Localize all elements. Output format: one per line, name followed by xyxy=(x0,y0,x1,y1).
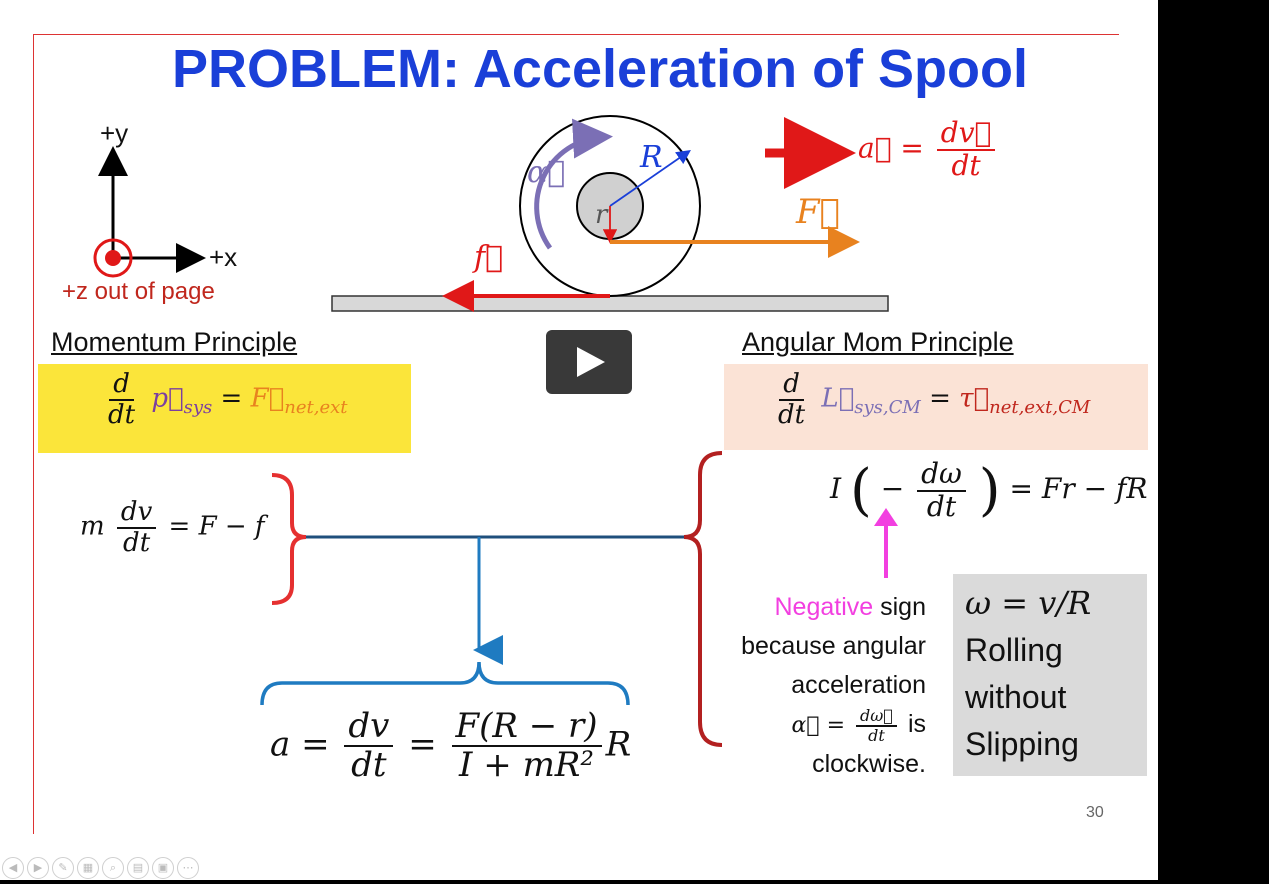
result-eq: = xyxy=(408,724,437,765)
prev-icon[interactable]: ◀ xyxy=(2,857,24,879)
angular-equation-box xyxy=(724,364,1148,450)
pen-icon[interactable]: ✎ xyxy=(52,857,74,879)
ground xyxy=(331,295,889,312)
camera-icon[interactable]: ▣ xyxy=(152,857,174,879)
note-is: is xyxy=(907,710,926,738)
bottom-brace xyxy=(260,661,630,706)
alpha-arc xyxy=(534,118,613,250)
x-axis-label: +x xyxy=(209,242,238,272)
angular-L: L⃗ xyxy=(821,383,855,414)
subtitles-icon[interactable]: ▤ xyxy=(127,857,149,879)
rotational-rhs: = Fr − fR xyxy=(1009,472,1148,505)
result-dv: dv xyxy=(344,707,394,748)
zoom-icon[interactable]: ⌕ xyxy=(102,857,124,879)
friction-f-label: f⃗ xyxy=(474,240,504,275)
slide-border xyxy=(33,34,34,834)
accel-lhs: a⃗ = xyxy=(858,131,924,165)
next-icon[interactable]: ▶ xyxy=(27,857,49,879)
slideshow-toolbar: ◀ ▶ ✎ ▦ ⌕ ▤ ▣ ⋯ xyxy=(2,857,199,879)
z-axis-dot xyxy=(105,250,121,266)
momentum-eq-num: d xyxy=(109,370,134,401)
accel-num: dv⃗ xyxy=(936,117,996,151)
y-axis-label: +y xyxy=(100,118,129,148)
momentum-p: p⃗ xyxy=(151,383,184,414)
accel-den: dt xyxy=(951,148,981,182)
mass-symbol: m xyxy=(80,511,105,542)
momentum-eq-sign: = xyxy=(220,383,243,414)
radius-R-label: R xyxy=(640,140,663,175)
note-line-5: clockwise. xyxy=(812,750,926,778)
rotational-dt: dt xyxy=(926,489,957,523)
angular-heading: Angular Mom Principle xyxy=(742,327,1014,357)
rotational-minus: − xyxy=(880,472,905,505)
negative-sign-note: Negative sign because angular accelerati… xyxy=(690,588,926,784)
left-brace xyxy=(271,473,307,605)
negative-pointer-head xyxy=(874,508,898,526)
momentum-p-sub: sys xyxy=(183,396,213,418)
radius-R-arrow xyxy=(609,149,691,207)
angular-L-sub: sys,CM xyxy=(854,396,921,418)
angular-tau-sub: net,ext,CM xyxy=(989,396,1091,418)
rolling-box: ω = v/R Rolling without Slipping xyxy=(953,574,1147,776)
rolling-line-2: without xyxy=(965,679,1067,715)
note-alpha-num: dω⃗ xyxy=(856,707,897,727)
angular-eq-sign: = xyxy=(929,383,951,414)
video-letterbox-bottom xyxy=(0,880,1269,884)
more-icon[interactable]: ⋯ xyxy=(177,857,199,879)
result-dt: dt xyxy=(351,745,387,786)
result-lhs: a = xyxy=(270,724,330,765)
momentum-F-sub: net,ext xyxy=(284,396,348,418)
z-axis-label: +z out of page xyxy=(62,278,215,305)
slide-title: PROBLEM: Acceleration of Spool xyxy=(171,39,1029,99)
note-line-2: because angular xyxy=(741,632,926,660)
rolling-line-1: Rolling xyxy=(965,632,1063,668)
angular-eq-den: dt xyxy=(778,399,806,430)
z-axis-circle xyxy=(93,238,133,278)
rolling-equation: ω = v/R xyxy=(965,584,1092,622)
sign-word: sign xyxy=(880,593,926,621)
momentum-heading: Momentum Principle xyxy=(51,327,298,357)
play-button[interactable] xyxy=(546,330,632,394)
note-alpha-lhs: α⃗ = xyxy=(791,713,846,738)
note-alpha-den: dt xyxy=(868,726,885,745)
inertia-symbol: I xyxy=(830,472,842,505)
negative-word: Negative xyxy=(774,593,874,621)
slides-icon[interactable]: ▦ xyxy=(77,857,99,879)
force-F-label: F⃗ xyxy=(796,192,840,232)
video-letterbox-right xyxy=(1158,0,1269,884)
spool-diagram xyxy=(93,115,898,747)
alpha-label: α⃗ xyxy=(527,155,566,190)
angular-eq-num: d xyxy=(779,370,804,401)
result-denominator: I + mR² xyxy=(459,745,595,786)
linear-rhs: = F − f xyxy=(168,511,265,542)
note-line-3: acceleration xyxy=(791,671,926,699)
page-number: 30 xyxy=(1086,804,1104,821)
radius-r-label: r xyxy=(595,200,608,230)
momentum-eq-den: dt xyxy=(108,399,136,430)
rolling-line-3: Slipping xyxy=(965,726,1079,762)
angular-tau: τ⃗ xyxy=(959,383,990,414)
rotational-dw: dω xyxy=(917,458,966,492)
acceleration-definition: a⃗ = dv⃗dt xyxy=(858,117,999,182)
result-numerator: F(R − r) xyxy=(451,707,602,748)
slide-border xyxy=(33,34,1119,35)
linear-dv: dv xyxy=(116,498,157,529)
linear-dt: dt xyxy=(123,527,151,558)
result-tail: R xyxy=(605,724,632,765)
momentum-equation-box xyxy=(38,364,411,453)
momentum-F: F⃗ xyxy=(250,383,285,414)
